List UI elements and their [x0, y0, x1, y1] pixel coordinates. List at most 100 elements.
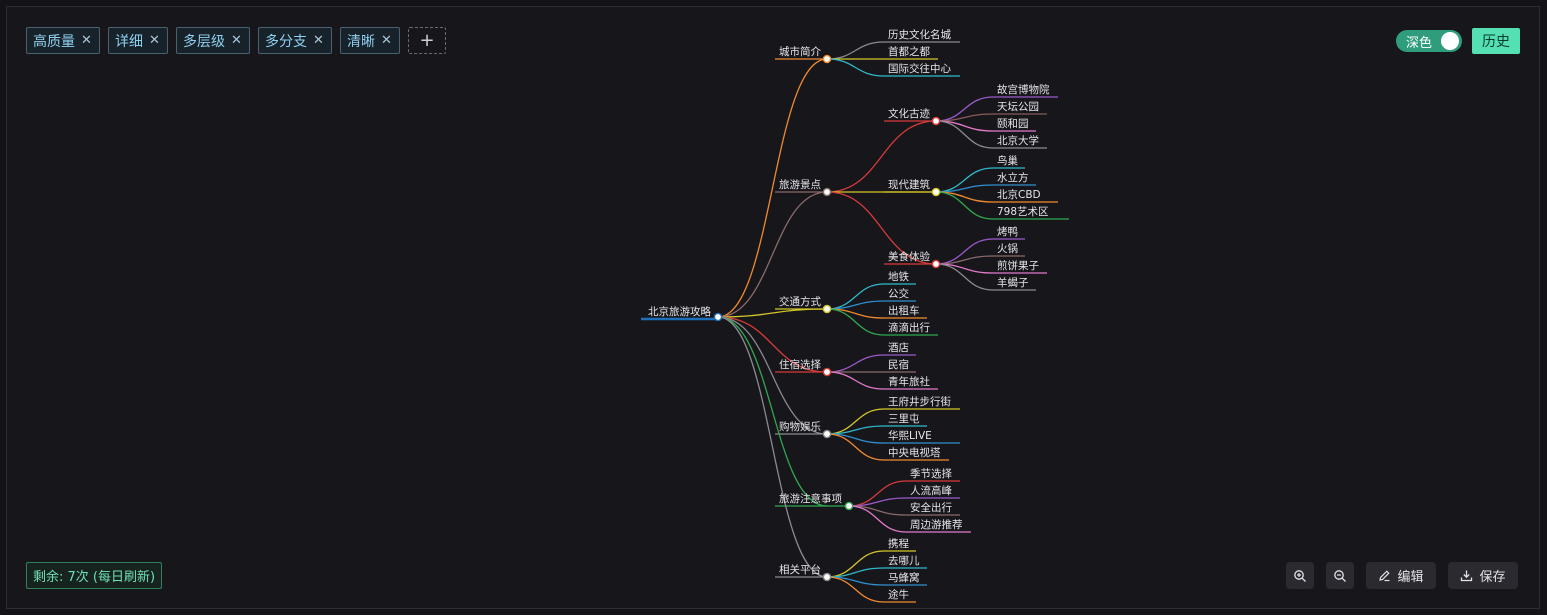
tag-label: 多分支 [265, 33, 307, 50]
theme-toggle-label: 深色 [1406, 35, 1433, 51]
close-icon[interactable]: ✕ [149, 33, 160, 48]
leaf-label: 颐和园 [997, 118, 1029, 130]
mindmap-nodes: 北京旅游攻略城市简介历史文化名城首都之都国际交往中心旅游景点文化古迹故宫博物院天… [648, 28, 1050, 601]
leaf-link [826, 354, 885, 373]
branch-label: 交通方式 [779, 295, 821, 308]
mindmap-node-dot [931, 116, 941, 126]
branch-label: 旅游景点 [779, 178, 821, 191]
download-icon [1461, 570, 1473, 582]
leaf-link [826, 41, 885, 60]
leaf-label: 798艺术区 [997, 206, 1049, 218]
leaf-link [935, 191, 994, 220]
leaf-label: 携程 [888, 537, 909, 550]
zoom-in-button[interactable] [1286, 562, 1314, 589]
close-icon[interactable]: ✕ [381, 33, 392, 48]
theme-toggle[interactable]: 深色 [1396, 30, 1462, 52]
branch-link [717, 316, 828, 507]
leaf-label: 安全出行 [910, 501, 952, 514]
tag-label: 清晰 [347, 33, 375, 50]
history-button[interactable]: 历史 [1472, 28, 1520, 54]
tag-chip[interactable]: 多层级 ✕ [176, 27, 250, 54]
tag-chip[interactable]: 清晰 ✕ [340, 27, 400, 54]
leaf-label: 公交 [888, 287, 909, 300]
leaf-link [935, 263, 994, 291]
leaf-link [826, 433, 885, 461]
leaf-label: 民宿 [888, 358, 909, 371]
leaf-label: 去哪儿 [888, 555, 920, 567]
leaf-label: 故宫博物院 [997, 83, 1050, 96]
edit-button[interactable]: 编辑 [1366, 562, 1436, 589]
leaf-label: 火锅 [997, 243, 1018, 255]
tag-chip[interactable]: 高质量 ✕ [26, 27, 100, 54]
branch-label: 城市简介 [779, 45, 821, 58]
branch-label: 住宿选择 [779, 358, 821, 371]
mindmap-node-dot [822, 429, 832, 439]
mindmap-node-dot [931, 259, 941, 269]
mindmap-links [641, 41, 1069, 603]
tag-label: 多层级 [183, 33, 225, 50]
mindmap-node-dot [822, 187, 832, 197]
mindmap-node-dot [931, 187, 941, 197]
tag-chip[interactable]: 详细✕ [108, 27, 168, 54]
leaf-label: 鸟巢 [997, 154, 1018, 167]
leaf-link [935, 120, 994, 149]
mindmap-node-dot [822, 304, 832, 314]
mindmap-node-dot [844, 501, 854, 511]
leaf-label: 水立方 [997, 171, 1029, 184]
leaf-link [826, 58, 885, 77]
leaf-label: 北京大学 [997, 134, 1039, 147]
add-tag-button[interactable]: + [408, 27, 446, 54]
leaf-label: 天坛公园 [997, 100, 1039, 113]
leaf-label: 羊蝎子 [997, 276, 1029, 289]
leaf-label: 马蜂窝 [888, 571, 920, 584]
save-button-label: 保存 [1479, 570, 1506, 585]
close-icon[interactable]: ✕ [81, 33, 92, 48]
leaf-label: 王府井步行街 [888, 395, 951, 408]
leaf-label: 人流高峰 [910, 484, 952, 497]
leaf-link [826, 308, 885, 336]
tag-label: 高质量 [33, 33, 75, 50]
sub-branch-link [826, 120, 937, 193]
leaf-label: 华熙LIVE [888, 429, 932, 442]
leaf-label: 青年旅社 [888, 375, 930, 388]
leaf-label: 地铁 [888, 270, 909, 283]
leaf-label: 煎饼果子 [997, 259, 1039, 272]
pencil-icon [1379, 570, 1391, 582]
leaf-label: 途牛 [888, 588, 909, 601]
leaf-label: 季节选择 [910, 467, 952, 480]
zoom-out-button[interactable] [1326, 562, 1354, 589]
leaf-link [848, 505, 907, 533]
close-icon[interactable]: ✕ [313, 33, 324, 48]
mindmap-node-dot [822, 572, 832, 582]
branch-label: 旅游注意事项 [779, 492, 842, 505]
sub-branch-label: 文化古迹 [888, 107, 930, 120]
leaf-link [826, 371, 885, 390]
edit-button-label: 编辑 [1397, 570, 1424, 585]
branch-link [717, 58, 828, 318]
close-icon[interactable]: ✕ [231, 33, 242, 48]
leaf-label: 国际交往中心 [888, 62, 951, 75]
leaf-link [826, 576, 885, 603]
branch-link [717, 191, 828, 318]
zoom-out-icon [1334, 569, 1346, 582]
mindmap-node-dot [822, 54, 832, 64]
leaf-label: 中央电视塔 [888, 446, 941, 459]
branch-link [717, 316, 828, 435]
leaf-label: 烤鸭 [997, 225, 1018, 238]
leaf-label: 滴滴出行 [888, 321, 930, 334]
branch-label: 相关平台 [779, 563, 821, 576]
tag-chip[interactable]: 多分支 ✕ [258, 27, 332, 54]
leaf-label: 历史文化名城 [888, 28, 951, 41]
leaf-label: 出租车 [888, 304, 920, 317]
zoom-in-icon [1294, 569, 1306, 582]
branch-link [717, 316, 828, 578]
sub-branch-label: 现代建筑 [888, 178, 930, 191]
app-frame [6, 6, 1540, 609]
mindmap-node-dot [713, 312, 723, 322]
mindmap-node-dot [822, 367, 832, 377]
save-button[interactable]: 保存 [1448, 562, 1518, 589]
leaf-label: 北京CBD [997, 188, 1041, 201]
leaf-label: 三里屯 [888, 412, 920, 425]
leaf-label: 酒店 [888, 341, 909, 354]
